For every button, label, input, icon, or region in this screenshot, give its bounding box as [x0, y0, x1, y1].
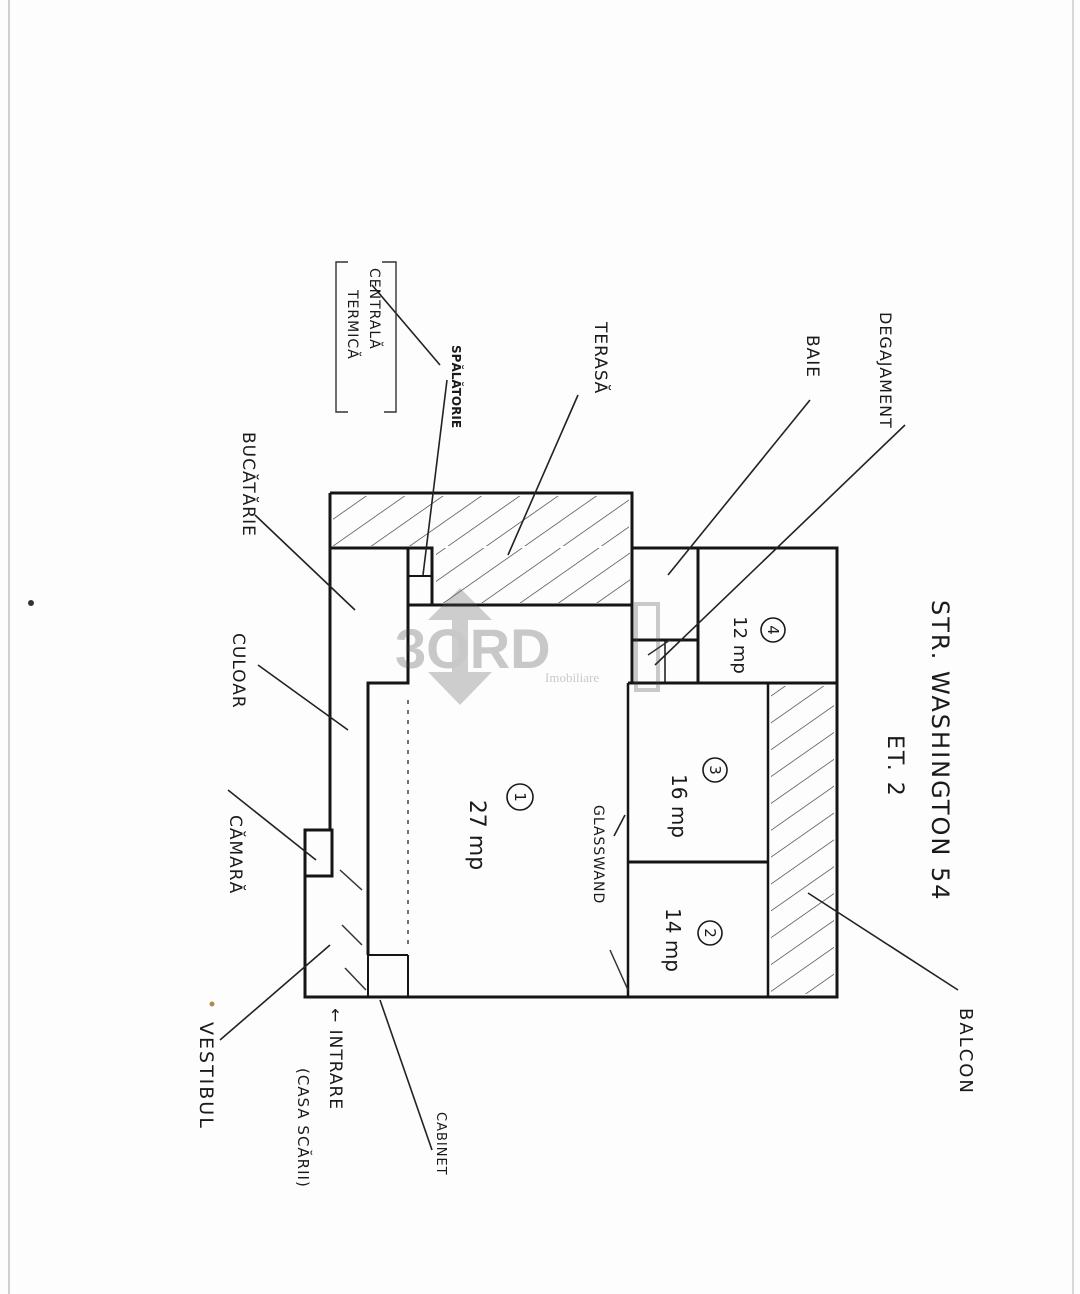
floor-label: ET. 2	[882, 735, 907, 798]
watermark-arrow-down-icon	[428, 672, 492, 705]
cabinet-label: CABINET	[433, 1112, 448, 1176]
culoar-label: CULOAR	[228, 633, 248, 709]
street-label: STR. WASHINGTON 54	[926, 600, 954, 902]
room-3-number: 3	[706, 765, 724, 775]
spalatorie-label: SPĂLĂTORIE	[449, 345, 464, 428]
watermark-sub: Imobiliare	[545, 670, 599, 685]
casa-scarii-label: (CASA SCĂRII)	[294, 1068, 313, 1188]
room-3-area: 16 mp	[667, 774, 691, 838]
terrace-hatch-2	[436, 548, 630, 603]
terasa-label: TERASĂ	[590, 321, 612, 394]
room-4: 4 12 mp	[729, 616, 786, 674]
degajament-label: DEGAJAMENT	[876, 312, 895, 429]
room-1: 1 27 mp	[464, 783, 534, 870]
watermark: 3ORD Imobiliare	[395, 588, 660, 705]
plan-walls	[303, 491, 839, 999]
room-1-number: 1	[511, 792, 529, 802]
room-4-area: 12 mp	[729, 616, 750, 674]
centrala-label-1: CENTRALĂ	[366, 268, 384, 350]
baie-label: BAIE	[802, 335, 822, 378]
room-2: 2 14 mp	[661, 908, 723, 972]
intrare-label: ← INTRARE	[325, 1008, 345, 1110]
room-4-number: 4	[764, 625, 782, 635]
centrala-bracket	[335, 261, 397, 413]
room-2-area: 14 mp	[661, 908, 685, 972]
balcon-label: BALCON	[955, 1008, 976, 1095]
room-3: 3 16 mp	[667, 757, 728, 838]
vestibul-label: VESTIBUL	[195, 1022, 217, 1130]
terrace-hatch	[333, 496, 629, 546]
leader-lines	[219, 284, 959, 1151]
bucatarie-label: BUCĂTĂRIE	[238, 432, 260, 537]
camara-label: CĂMARĂ	[225, 815, 247, 894]
watermark-brand: 3ORD	[395, 617, 551, 680]
page-right-edge	[1072, 0, 1074, 1294]
watermark-arrow-up-icon	[428, 588, 492, 620]
glasswand-label: GLASSWAND	[590, 805, 606, 904]
balcony-hatch	[771, 686, 834, 994]
door-marks	[339, 639, 671, 991]
watermark-building-icon	[634, 602, 660, 692]
page-left-edge	[8, 0, 10, 1294]
centrala-label-2: TERMICĂ	[344, 289, 362, 360]
plan-labels: STR. WASHINGTON 54 ET. 2 DEGAJAMENT BAIE…	[195, 268, 976, 1188]
room-1-area: 27 mp	[464, 800, 489, 870]
room-2-number: 2	[701, 928, 719, 938]
